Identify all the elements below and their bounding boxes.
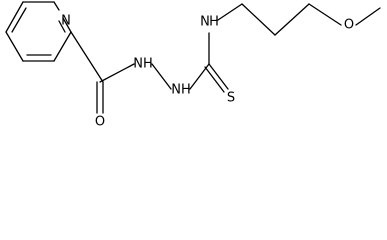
thione-sulfur-label: S	[227, 91, 235, 106]
pyridine-nitrogen-label: N	[61, 14, 71, 29]
pyridine-ring	[5, 1, 72, 62]
hydrazide-nh-1-label: NH	[133, 57, 153, 72]
amine-nitrogen-label: N	[200, 15, 210, 30]
thiourea-group	[204, 32, 229, 93]
hydrazide-chain	[70, 31, 210, 114]
carbonyl-oxygen-label: O	[95, 115, 105, 130]
ether-oxygen-label: O	[344, 18, 354, 33]
methoxypropyl-chain	[217, 3, 381, 36]
amine-hydrogen-label: H	[209, 15, 219, 30]
chemical-structure: N O NH NH S N H O	[5, 1, 381, 130]
hydrazide-nh-2-label: NH	[171, 83, 191, 98]
structure-drawing: N O NH NH S N H O	[5, 1, 381, 130]
